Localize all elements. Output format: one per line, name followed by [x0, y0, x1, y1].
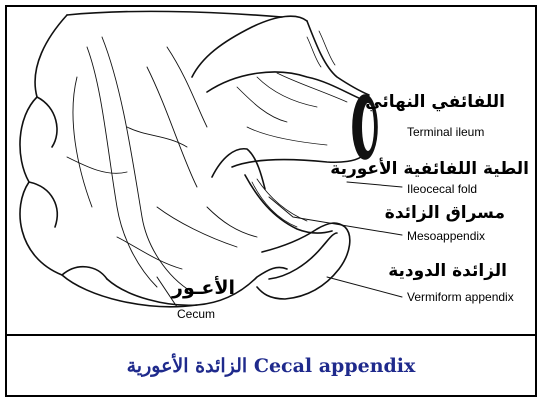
- label-mesoappendix-ar: مسراق الزائدة: [385, 203, 505, 223]
- label-vermiform-appendix-ar: الزائدة الدودية: [388, 261, 507, 281]
- label-mesoappendix-en: Mesoappendix: [407, 229, 485, 243]
- ileum-outer-left: [192, 16, 307, 77]
- cecum-outline: [20, 15, 287, 307]
- mesoappendix-edge: [245, 175, 332, 233]
- label-ileocecal-fold-ar: الطية اللفائفية الأعورية: [330, 159, 529, 179]
- label-terminal-ileum-ar: اللفائفي النهائي: [365, 92, 505, 112]
- appendix-outline: [257, 223, 350, 299]
- colon-wall-top: [67, 11, 282, 17]
- figure-frame: اللفائفي النهائي Terminal ileum الطية ال…: [5, 5, 537, 397]
- label-cecum-ar: الأعـور: [172, 277, 235, 299]
- label-terminal-ileum-en: Terminal ileum: [407, 125, 484, 139]
- ileocecal-fold-line: [212, 149, 265, 189]
- figure-caption: الزائدة الأعورية Cecal appendix: [7, 336, 535, 395]
- label-ileocecal-fold-en: Ileocecal fold: [407, 182, 477, 196]
- anatomy-illustration: اللفائفي النهائي Terminal ileum الطية ال…: [7, 7, 535, 335]
- label-vermiform-appendix-en: Vermiform appendix: [407, 290, 514, 304]
- label-cecum-en: Cecum: [177, 307, 215, 321]
